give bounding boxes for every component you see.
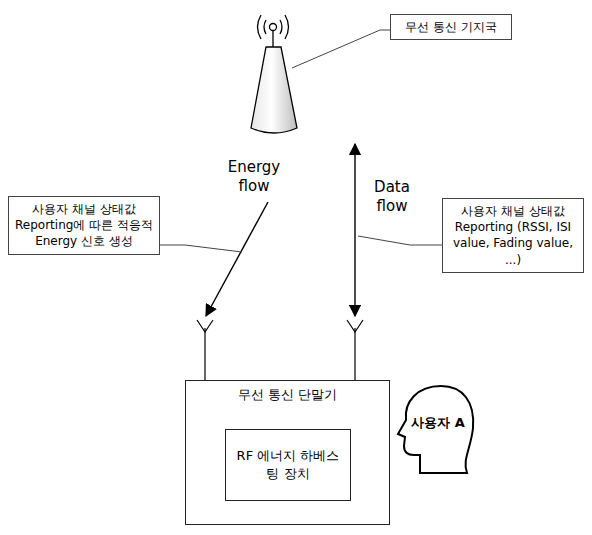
node-text: 사용자 채널 상태값 Reporting에 따른 적응적 Energy 신호 생… bbox=[15, 201, 153, 250]
user-head: 사용자 A bbox=[395, 382, 477, 476]
leader-line bbox=[292, 30, 391, 68]
antenna-symbol bbox=[197, 320, 363, 380]
base-station-tower bbox=[251, 15, 297, 133]
node-text: 무선 통신 기지국 bbox=[397, 19, 505, 35]
callout-box: 사용자 채널 상태값 Reporting에 따른 적응적 Energy 신호 생… bbox=[8, 196, 160, 255]
energy-arrow bbox=[206, 202, 268, 316]
node-text: RF 에너지 하베스팅 장치 bbox=[232, 447, 344, 482]
leader-line bbox=[358, 236, 442, 245]
node-text: 무선 통신 단말기 bbox=[186, 386, 389, 404]
node-text: 사용자 A bbox=[405, 414, 471, 432]
data-arrow bbox=[354, 144, 355, 316]
callout-box: 무선 통신 기지국 bbox=[390, 14, 512, 40]
callout-box: 사용자 채널 상태값 Reporting (RSSI, ISI value, F… bbox=[442, 198, 584, 273]
head-profile bbox=[398, 386, 473, 473]
leader-line bbox=[160, 245, 242, 252]
node-text: 사용자 채널 상태값 Reporting (RSSI, ISI value, F… bbox=[449, 203, 577, 268]
device-box: RF 에너지 하베스팅 장치 bbox=[225, 429, 351, 501]
flow-label: Data flow bbox=[366, 178, 418, 216]
flow-label: Energy flow bbox=[222, 158, 286, 196]
terminal-box: 무선 통신 단말기 RF 에너지 하베스팅 장치 bbox=[185, 380, 390, 525]
